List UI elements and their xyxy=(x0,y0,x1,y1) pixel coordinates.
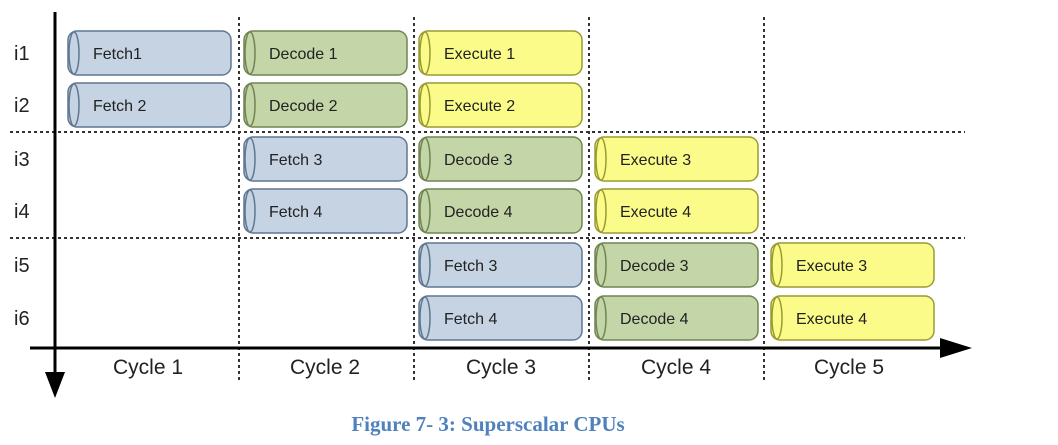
cycle-label: Cycle 5 xyxy=(814,356,884,379)
pipeline-block-decode: Decode 2 xyxy=(243,82,408,128)
block-body xyxy=(243,188,408,234)
block-label: Fetch1 xyxy=(93,46,142,63)
block-body xyxy=(67,82,232,128)
block-end-cap xyxy=(68,83,80,127)
pipeline-block-fetch: Fetch 4 xyxy=(418,295,583,341)
block-body xyxy=(243,82,408,128)
pipeline-block-decode: Decode 4 xyxy=(594,295,759,341)
block-end-cap xyxy=(419,296,431,340)
figure-caption: Figure 7- 3: Superscalar CPUs xyxy=(351,412,625,436)
pipeline-block-execute: Execute 2 xyxy=(418,82,583,128)
block-label: Execute 4 xyxy=(620,204,691,221)
pipeline-block-execute: Execute 1 xyxy=(418,30,583,76)
block-label: Decode 4 xyxy=(444,204,513,221)
cycle-label: Cycle 2 xyxy=(290,356,360,379)
pipeline-block-execute: Execute 3 xyxy=(770,242,935,288)
block-body xyxy=(418,242,583,288)
pipeline-block-fetch: Fetch 3 xyxy=(418,242,583,288)
block-body xyxy=(594,188,759,234)
down-arrowhead xyxy=(45,372,65,398)
block-body xyxy=(418,136,583,182)
instruction-label: i4 xyxy=(14,201,30,223)
cycle-label: Cycle 3 xyxy=(466,356,536,379)
block-end-cap xyxy=(419,189,431,233)
block-label: Fetch 4 xyxy=(444,311,497,328)
instruction-label: i2 xyxy=(14,95,30,117)
grid-lines xyxy=(10,17,965,382)
instruction-label: i5 xyxy=(14,255,30,277)
block-label: Execute 1 xyxy=(444,46,515,63)
block-label: Fetch 2 xyxy=(93,98,146,115)
block-end-cap xyxy=(244,137,256,181)
pipeline-block-decode: Decode 3 xyxy=(418,136,583,182)
block-body xyxy=(594,242,759,288)
block-body xyxy=(418,30,583,76)
cycle-labels: Cycle 1 Cycle 2 Cycle 3 Cycle 4 Cycle 5 xyxy=(113,356,884,379)
block-end-cap xyxy=(419,83,431,127)
pipeline-block-fetch: Fetch 2 xyxy=(67,82,232,128)
block-end-cap xyxy=(771,243,783,287)
block-body xyxy=(594,136,759,182)
block-body xyxy=(243,136,408,182)
pipeline-block-decode: Decode 4 xyxy=(418,188,583,234)
instruction-label: i1 xyxy=(14,43,30,65)
pipeline-block-decode: Decode 3 xyxy=(594,242,759,288)
block-label: Execute 3 xyxy=(796,258,867,275)
cycle-label: Cycle 4 xyxy=(641,356,711,379)
axes xyxy=(30,12,972,398)
block-end-cap xyxy=(244,31,256,75)
instruction-labels: i1 i2 i3 i4 i5 i6 xyxy=(14,43,30,330)
block-label: Execute 4 xyxy=(796,311,867,328)
block-end-cap xyxy=(771,296,783,340)
block-label: Fetch 3 xyxy=(269,152,322,169)
pipeline-block-execute: Execute 4 xyxy=(594,188,759,234)
block-end-cap xyxy=(68,31,80,75)
pipeline-block-decode: Decode 1 xyxy=(243,30,408,76)
block-end-cap xyxy=(244,83,256,127)
pipeline-block-execute: Execute 3 xyxy=(594,136,759,182)
block-body xyxy=(418,295,583,341)
right-arrowhead xyxy=(940,338,972,358)
block-end-cap xyxy=(419,243,431,287)
pipeline-block-fetch: Fetch1 xyxy=(67,30,232,76)
block-body xyxy=(418,188,583,234)
pipeline-block-execute: Execute 4 xyxy=(770,295,935,341)
block-label: Fetch 3 xyxy=(444,258,497,275)
block-label: Decode 3 xyxy=(444,152,513,169)
block-end-cap xyxy=(419,31,431,75)
block-label: Decode 1 xyxy=(269,46,338,63)
block-end-cap xyxy=(595,137,607,181)
block-body xyxy=(770,242,935,288)
cycle-label: Cycle 1 xyxy=(113,356,183,379)
block-label: Execute 3 xyxy=(620,152,691,169)
block-label: Decode 4 xyxy=(620,311,689,328)
block-end-cap xyxy=(244,189,256,233)
block-body xyxy=(67,30,232,76)
block-end-cap xyxy=(595,243,607,287)
block-label: Fetch 4 xyxy=(269,204,322,221)
pipeline-block-fetch: Fetch 4 xyxy=(243,188,408,234)
block-body xyxy=(243,30,408,76)
superscalar-pipeline-diagram: Fetch1 Decode 1 Execute 1 Fetch 2 Decode 2 Ex… xyxy=(10,12,972,398)
block-body xyxy=(594,295,759,341)
instruction-label: i3 xyxy=(14,149,30,171)
instruction-label: i6 xyxy=(14,308,30,330)
pipeline-block-fetch: Fetch 3 xyxy=(243,136,408,182)
block-body xyxy=(418,82,583,128)
block-label: Execute 2 xyxy=(444,98,515,115)
block-end-cap xyxy=(419,137,431,181)
pipeline-blocks: Fetch1 Decode 1 Execute 1 Fetch 2 Decode 2 Ex… xyxy=(67,30,935,341)
block-body xyxy=(770,295,935,341)
block-label: Decode 3 xyxy=(620,258,689,275)
block-label: Decode 2 xyxy=(269,98,338,115)
block-end-cap xyxy=(595,296,607,340)
block-end-cap xyxy=(595,189,607,233)
